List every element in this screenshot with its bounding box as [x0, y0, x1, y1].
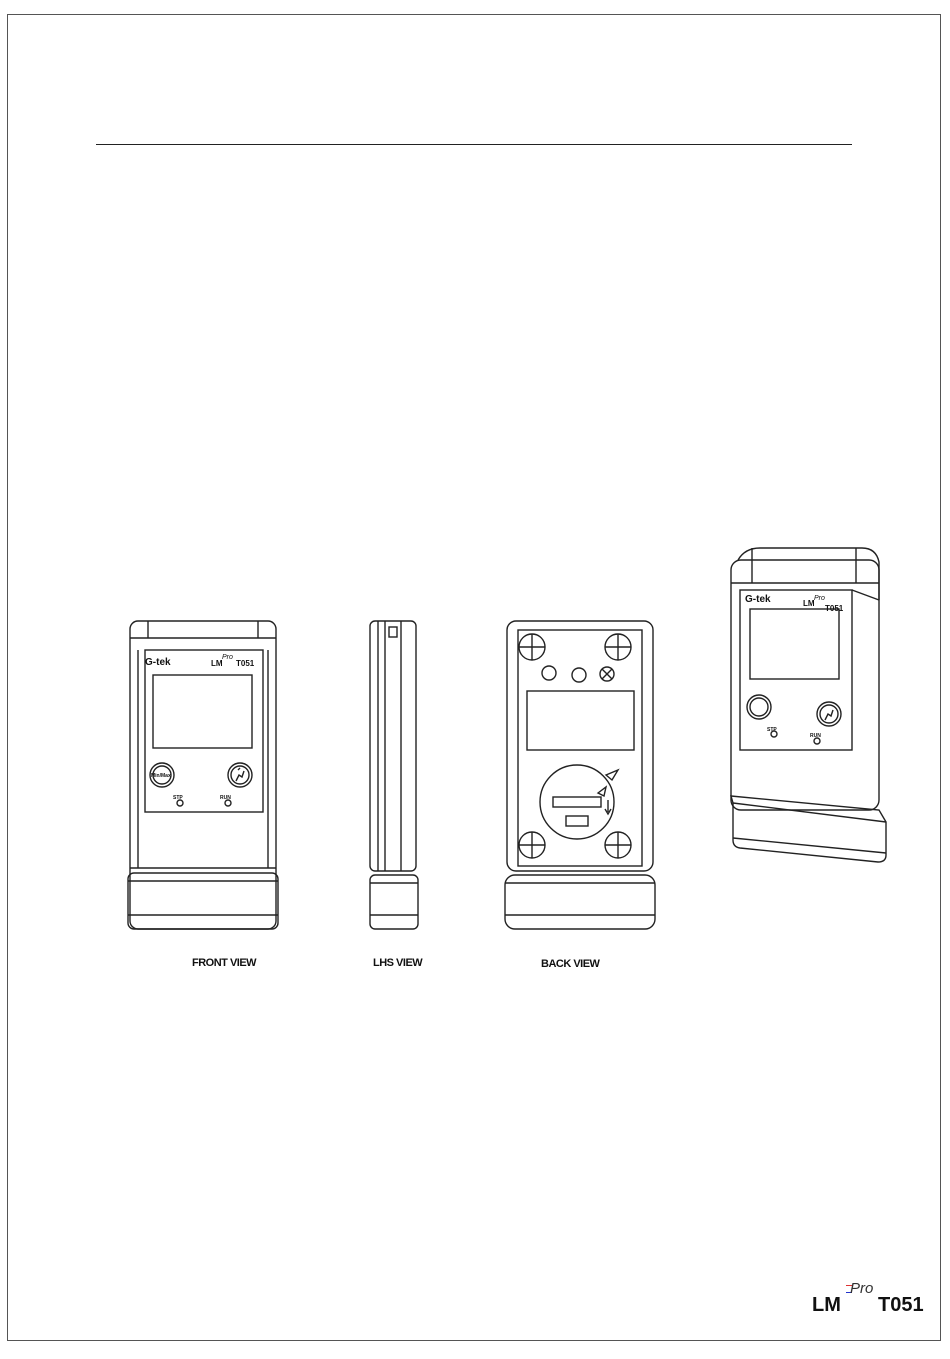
svg-text:Min/Max: Min/Max [151, 773, 171, 779]
footer-product-logo: LM Pro T051 [812, 1286, 932, 1326]
svg-text:STP: STP [767, 727, 777, 733]
footer-pro-text: Pro [850, 1280, 873, 1297]
front-view-drawing: G-tek LM Pro T051 Min/Max STP RUN [128, 621, 278, 929]
svg-text:Pro: Pro [814, 595, 825, 602]
svg-text:RUN: RUN [810, 733, 821, 739]
lhs-view-drawing [370, 621, 418, 929]
back-view-drawing [505, 621, 655, 929]
svg-text:STP: STP [173, 795, 183, 801]
front-brand-logo: G-tek [145, 657, 171, 668]
footer-model-text: T051 [878, 1294, 924, 1317]
back-view-caption: BACK VIEW [541, 958, 599, 970]
svg-text:RUN: RUN [220, 795, 231, 801]
svg-text:Pro: Pro [222, 654, 233, 661]
footer-lm-text: LM [812, 1294, 841, 1317]
isometric-view-drawing: G-tek LM Pro T051 STP RUN [731, 548, 886, 862]
svg-text:T051: T051 [825, 604, 844, 613]
svg-text:T051: T051 [236, 659, 255, 668]
lhs-view-caption: LHS VIEW [373, 957, 422, 969]
front-view-caption: FRONT VIEW [192, 957, 256, 969]
iso-brand-logo: G-tek [745, 594, 771, 605]
